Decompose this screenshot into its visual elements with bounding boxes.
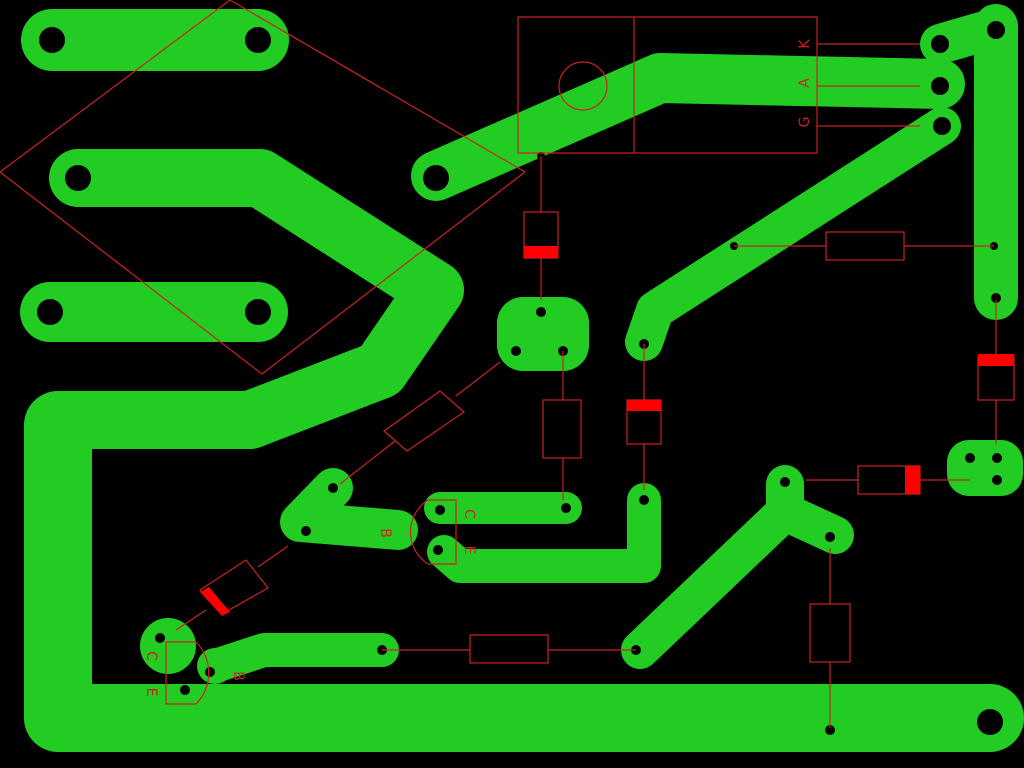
drill-hole bbox=[825, 532, 835, 542]
trace-bridge-left bbox=[31, 149, 464, 449]
drill-hole bbox=[301, 526, 311, 536]
diode-horizontal-band bbox=[905, 466, 920, 494]
thyristor-pin-a: A bbox=[797, 78, 813, 88]
drill-hole bbox=[180, 685, 190, 695]
pad-lower-collector bbox=[140, 618, 196, 674]
thyristor-mount-hole bbox=[558, 61, 608, 111]
trace-anode bbox=[411, 53, 965, 201]
silkscreen-layer: K A G bbox=[0, 0, 1015, 728]
drill-hole bbox=[991, 293, 1001, 303]
trace-y-arm bbox=[766, 493, 854, 554]
drill-hole bbox=[328, 483, 338, 493]
drill-hole bbox=[965, 453, 975, 463]
lead bbox=[257, 545, 289, 568]
drill-holes bbox=[37, 21, 1005, 735]
drill-hole bbox=[37, 299, 63, 325]
pad-lower-base bbox=[197, 648, 233, 684]
drill-hole bbox=[511, 346, 521, 356]
resistor-top-right bbox=[825, 231, 905, 261]
drill-hole bbox=[423, 165, 449, 191]
thyristor-outline bbox=[517, 16, 818, 154]
trace-emitter bbox=[427, 483, 661, 583]
drill-hole bbox=[155, 633, 165, 643]
drill-hole bbox=[992, 453, 1002, 463]
trace-gate bbox=[625, 107, 961, 361]
square-pad-right bbox=[947, 440, 1023, 496]
drill-hole bbox=[561, 503, 571, 513]
drill-hole bbox=[931, 35, 949, 53]
drill-hole bbox=[39, 27, 65, 53]
thyristor-pin-g: G bbox=[797, 117, 813, 128]
transistor-upper-pin-e: E bbox=[461, 546, 477, 555]
lead bbox=[339, 440, 396, 485]
drill-hole bbox=[780, 477, 790, 487]
diode-gate-band bbox=[627, 400, 661, 411]
transistor-upper-pin-c: C bbox=[461, 509, 477, 519]
transistor-upper-outline bbox=[409, 499, 457, 565]
drill-hole bbox=[433, 545, 443, 555]
resistor-bottom bbox=[469, 634, 549, 664]
resistor-center bbox=[542, 399, 582, 459]
lead bbox=[175, 609, 207, 631]
trace-transistor-base bbox=[280, 468, 418, 550]
diode-diagonal-band bbox=[200, 587, 230, 616]
lead bbox=[455, 361, 501, 397]
bridge-rectifier-outline bbox=[0, 0, 527, 375]
transistor-lower-pin-c: C bbox=[143, 651, 159, 661]
drill-hole bbox=[931, 77, 949, 95]
drill-hole bbox=[825, 725, 835, 735]
drill-hole bbox=[536, 307, 546, 317]
diode-right-band bbox=[978, 354, 1014, 366]
diode-diagonal-body bbox=[199, 559, 269, 615]
ground-rail bbox=[24, 391, 1024, 752]
drill-hole bbox=[205, 667, 215, 677]
drill-hole bbox=[987, 21, 1005, 39]
drill-hole bbox=[933, 117, 951, 135]
drill-hole bbox=[245, 27, 271, 53]
drill-hole bbox=[435, 505, 445, 515]
resistor-lower-right bbox=[809, 603, 851, 663]
transistor-lower-outline bbox=[165, 641, 210, 705]
trace-y-branch bbox=[621, 465, 804, 669]
trace-lower-base bbox=[198, 633, 399, 683]
transistor-lower-pin-e: E bbox=[143, 688, 159, 697]
transistor-upper-pin-b: B bbox=[377, 528, 393, 538]
drill-hole bbox=[639, 495, 649, 505]
drill-hole bbox=[992, 475, 1002, 485]
resistor-diagonal bbox=[383, 390, 465, 452]
drill-hole bbox=[245, 299, 271, 325]
drill-hole bbox=[977, 709, 1003, 735]
copper-layer bbox=[20, 4, 1024, 752]
diode-upper-band bbox=[524, 246, 558, 258]
drill-hole bbox=[65, 165, 91, 191]
transistor-lower-pin-b: B bbox=[230, 671, 246, 681]
thyristor-pin-k: K bbox=[797, 39, 813, 49]
